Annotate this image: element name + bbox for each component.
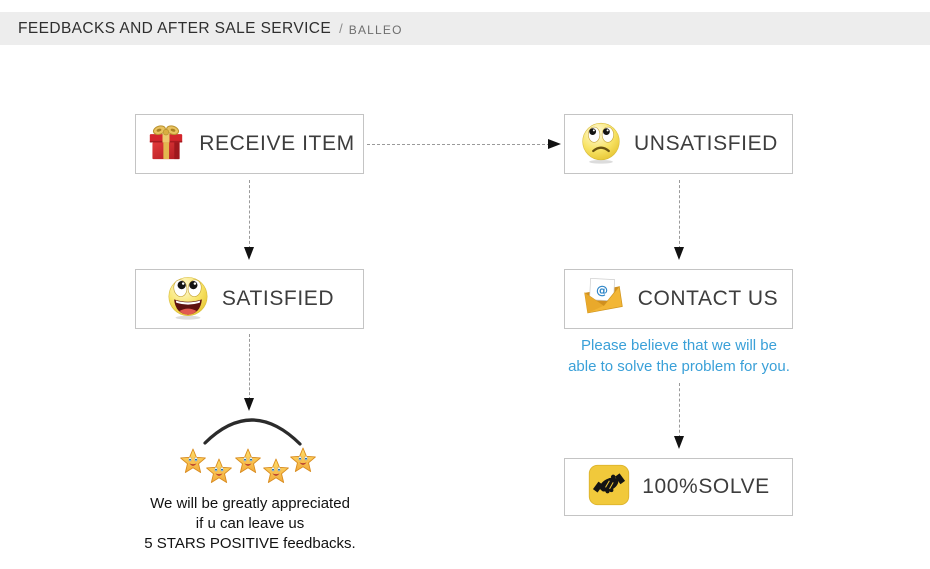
brand-label: BALLEO — [348, 22, 403, 37]
stars-note-line2: if u can leave us — [195, 515, 305, 532]
handshake-icon — [587, 463, 631, 512]
dashed-line — [249, 180, 250, 249]
solve-label: 100%SOLVE — [642, 475, 770, 498]
contact-note-line1: Please believe that we will be — [581, 337, 777, 354]
receive-item-box: RECEIVE ITEM — [135, 114, 364, 174]
stars-note-line1: We will be greatly appreciated — [150, 495, 350, 512]
arrow-receive-to-satisfied — [243, 180, 255, 260]
dashed-line — [679, 180, 680, 249]
email-icon: @ — [579, 275, 627, 323]
receive-item-label: RECEIVE ITEM — [199, 132, 355, 155]
arrowhead-down-icon — [244, 398, 254, 411]
unsatisfied-label: UNSATISFIED — [634, 132, 778, 155]
contact-us-box: @ CONTACT US — [564, 269, 793, 329]
satisfied-box: SATISFIED — [135, 269, 364, 329]
arrowhead-right-icon — [548, 139, 561, 149]
unsatisfied-box: UNSATISFIED — [564, 114, 793, 174]
satisfied-label: SATISFIED — [221, 287, 335, 310]
smiley-star-icon — [206, 458, 232, 484]
arc-line — [203, 418, 302, 446]
stars-note-line3: 5 STARS POSITIVE feedbacks. — [144, 535, 356, 552]
page-title: FEEDBACKS AND AFTER SALE SERVICE — [18, 19, 332, 37]
smiley-star-icon — [263, 458, 289, 484]
arrow-satisfied-to-stars — [243, 334, 255, 411]
contact-note-line2: able to solve the problem for you. — [568, 358, 790, 375]
five-stars — [180, 418, 316, 484]
arrowhead-down-icon — [244, 247, 254, 260]
contact-us-label: CONTACT US — [637, 287, 779, 310]
smiley-star-icon — [290, 447, 316, 473]
dashed-line — [249, 334, 250, 400]
smiley-star-icon — [235, 448, 261, 474]
svg-text:@: @ — [595, 283, 608, 298]
arrow-receive-to-unsatisfied — [367, 138, 561, 150]
title-separator: / — [339, 21, 343, 36]
header-bar: FEEDBACKS AND AFTER SALE SERVICE / BALLE… — [0, 12, 930, 45]
sad-face-icon — [579, 120, 623, 169]
five-stars-figure — [164, 410, 336, 507]
arrow-unsatisfied-to-contact — [673, 180, 685, 260]
happy-face-icon — [165, 274, 211, 325]
gift-icon — [144, 121, 188, 168]
arrowhead-down-icon — [674, 436, 684, 449]
dashed-line — [367, 144, 550, 145]
solve-box: 100%SOLVE — [564, 458, 793, 516]
stars-note: We will be greatly appreciated if u can … — [105, 494, 395, 554]
smiley-star-icon — [180, 448, 206, 474]
arrowhead-down-icon — [674, 247, 684, 260]
arrow-contact-to-solve — [673, 383, 685, 449]
contact-note: Please believe that we will be able to s… — [549, 335, 809, 377]
dashed-line — [679, 383, 680, 438]
